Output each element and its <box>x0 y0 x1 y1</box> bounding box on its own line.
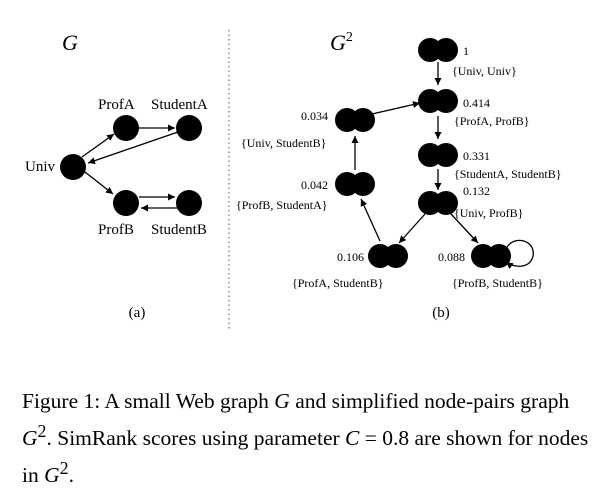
node-studentA <box>176 115 202 141</box>
panel-a: G ProfA StudentA Univ ProfB StudentB (a) <box>25 30 208 321</box>
pair-label-profb-studenta: {ProfB, StudentA} <box>236 198 328 212</box>
pair-label-profa-profb: {ProfA, ProfB} <box>454 114 530 128</box>
pair-label-univ-profb: {Univ, ProfB} <box>454 206 523 220</box>
edge-profastudentb-profbstudenta <box>360 198 381 242</box>
pair-node-studenta-studentb <box>418 143 458 167</box>
node-studentB <box>176 190 202 216</box>
edge-univ-profB <box>84 171 114 195</box>
figure-caption: Figure 1: A small Web graph G and simpli… <box>22 389 589 488</box>
pair-node-profa-studentb <box>368 244 408 268</box>
panel-a-sublabel: (a) <box>129 305 146 321</box>
panel-b-sublabel: (b) <box>432 305 450 321</box>
pair-node-profb-studentb <box>471 244 511 268</box>
panel-b: G2 1 0.414 0.331 0.132 0.034 0.042 0.106… <box>236 30 562 321</box>
edge-studentA-univ <box>87 131 179 165</box>
score-univ-studentb: 0.034 <box>301 109 328 123</box>
pair-label-profa-studentb: {ProfA, StudentB} <box>292 276 384 290</box>
label-univ: Univ <box>25 159 56 175</box>
panel-b-title-sup: 2 <box>346 30 353 45</box>
score-profb-studentb: 0.088 <box>438 250 465 264</box>
pair-label-univ-studentb: {Univ, StudentB} <box>241 136 326 150</box>
score-univ-univ: 1 <box>463 44 469 58</box>
edge-univprofb-profbstudentb <box>450 213 479 244</box>
pair-node-univ-studentb <box>335 108 375 132</box>
label-profA: ProfA <box>98 97 135 113</box>
pair-node-univ-univ <box>418 38 458 62</box>
score-profa-studentb: 0.106 <box>337 250 364 264</box>
pair-label-studenta-studentb: {StudentA, StudentB} <box>454 167 562 181</box>
node-profA <box>113 115 139 141</box>
edge-profbstudentb-selfloop <box>505 239 534 269</box>
pair-node-profb-studenta <box>335 172 375 196</box>
score-studenta-studentb: 0.331 <box>463 149 490 163</box>
panel-b-title: G2 <box>330 30 353 55</box>
pair-label-profb-studentb: {ProfB, StudentB} <box>452 276 543 290</box>
score-profa-profb: 0.414 <box>463 96 490 110</box>
panel-a-title: G <box>62 30 78 55</box>
figure-graphs: G ProfA StudentA Univ ProfB StudentB (a)… <box>25 30 562 330</box>
label-studentB: StudentB <box>151 222 207 238</box>
edge-univstudentb-profaprofb <box>371 101 421 115</box>
pair-node-univ-profb <box>418 191 458 215</box>
pair-label-univ-univ: {Univ, Univ} <box>452 64 517 78</box>
pair-node-profa-profb <box>418 89 458 113</box>
label-studentA: StudentA <box>151 97 208 113</box>
node-profB <box>113 190 139 216</box>
score-univ-profb: 0.132 <box>463 184 490 198</box>
label-profB: ProfB <box>98 222 134 238</box>
node-univ <box>60 154 86 180</box>
edge-univ-profA <box>81 133 115 158</box>
score-profb-studenta: 0.042 <box>301 178 328 192</box>
edge-univprofb-profastudentb <box>398 213 426 244</box>
